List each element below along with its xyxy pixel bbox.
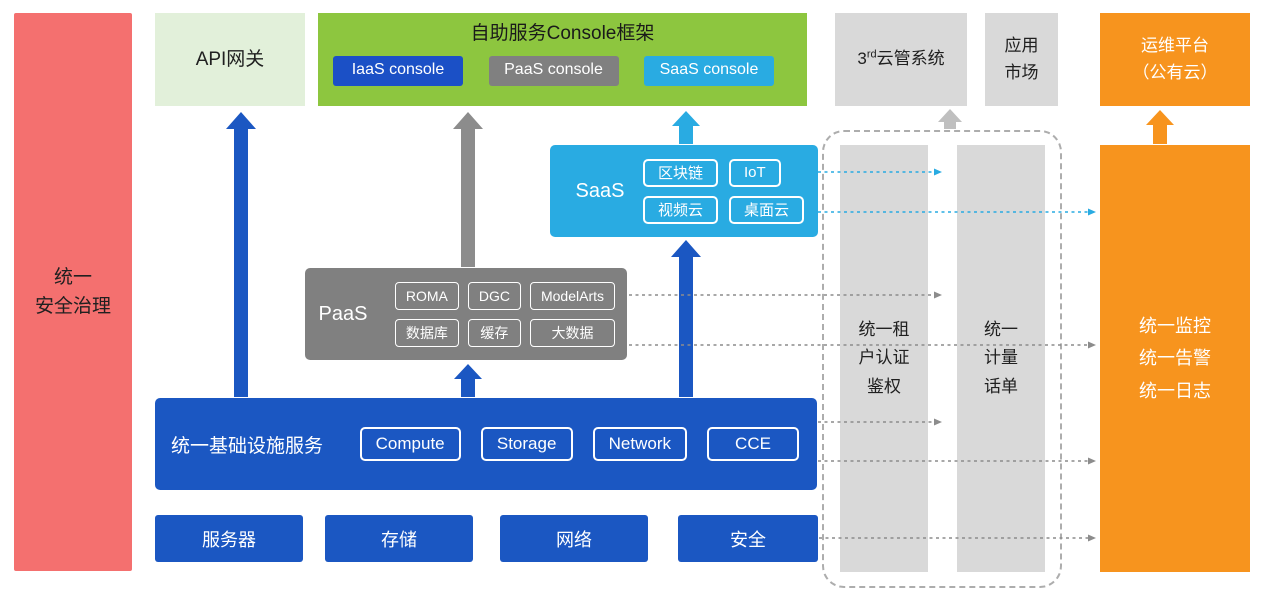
iaas-chip-cce: CCE <box>707 427 799 461</box>
saas-console-box: SaaS console <box>644 55 774 86</box>
hardware-box-security: 安全 <box>678 515 818 562</box>
paas-chip-roma: ROMA <box>394 281 459 310</box>
console-row: IaaS console PaaS console SaaS console <box>318 55 807 86</box>
iaas-chip-group: Compute Storage Network CCE <box>359 427 799 461</box>
console-frame-title: 自助服务Console框架 <box>470 23 655 44</box>
third-party-cloud-box: 3rd云管系统 <box>835 13 967 106</box>
tenant-services-dashed-group <box>822 130 1062 588</box>
security-governance-bar: 统一 安全治理 <box>14 13 132 571</box>
console-frame-box: 自助服务Console框架 IaaS console PaaS console … <box>318 13 807 106</box>
arrow-paas-to-console <box>453 112 483 267</box>
metering-bar: 统一 计量 话单 <box>957 145 1045 572</box>
api-gateway-box: API网关 <box>155 13 305 106</box>
arrow-iaas-to-api-gateway <box>226 112 256 397</box>
saas-chip-iot: IoT <box>728 158 781 187</box>
third-party-superscript: rd <box>866 48 877 61</box>
iaas-chip-compute: Compute <box>359 427 461 461</box>
paas-chip-group: ROMA DGC ModelArts 数据库 缓存 大数据 <box>394 281 615 347</box>
third-party-suffix: 云管系统 <box>876 49 945 69</box>
paas-chip-bigdata: 大数据 <box>529 318 615 347</box>
iaas-chip-network: Network <box>592 427 687 461</box>
arrow-monitoring-to-om-platform <box>1146 110 1174 144</box>
paas-label: PaaS <box>318 302 368 325</box>
third-party-cloud-label: 3rd云管系统 <box>857 46 944 72</box>
saas-chip-blockchain: 区块链 <box>642 158 718 187</box>
hardware-box-network: 网络 <box>500 515 648 562</box>
iaas-label: 统一基础设施服务 <box>171 435 324 457</box>
hardware-box-server: 服务器 <box>155 515 303 562</box>
monitoring-bar: 统一监控 统一告警 统一日志 <box>1100 145 1250 572</box>
saas-chip-video-cloud: 视频云 <box>642 195 718 224</box>
paas-chip-cache: 缓存 <box>467 318 521 347</box>
saas-chip-row: 视频云 桌面云 <box>642 195 804 224</box>
hardware-box-storage: 存储 <box>325 515 473 562</box>
om-platform-box: 运维平台 （公有云） <box>1100 13 1250 106</box>
iaas-chip-storage: Storage <box>480 427 573 461</box>
paas-chip-dgc: DGC <box>467 281 521 310</box>
paas-chip-database: 数据库 <box>394 318 459 347</box>
saas-label: SaaS <box>575 179 625 202</box>
arrow-iaas-to-paas <box>454 364 482 397</box>
paas-chip-modelarts: ModelArts <box>529 281 615 310</box>
arrow-iaas-to-saas <box>671 240 701 397</box>
arrow-saas-to-console <box>672 111 700 144</box>
iaas-console-box: IaaS console <box>333 55 463 86</box>
saas-chip-row: 区块链 IoT <box>642 158 804 187</box>
iaas-box: 统一基础设施服务 Compute Storage Network CCE <box>155 398 817 490</box>
auth-bar: 统一租 户认证 鉴权 <box>840 145 928 572</box>
app-market-box: 应用 市场 <box>985 13 1058 106</box>
paas-box: PaaS ROMA DGC ModelArts 数据库 缓存 大数据 <box>305 268 627 360</box>
saas-box: SaaS 区块链 IoT 视频云 桌面云 <box>550 145 818 237</box>
arrow-to-third-party-cloud <box>938 109 962 129</box>
saas-chip-group: 区块链 IoT 视频云 桌面云 <box>642 158 804 224</box>
third-party-prefix: 3 <box>857 49 867 69</box>
paas-console-box: PaaS console <box>488 55 619 86</box>
saas-chip-desktop-cloud: 桌面云 <box>728 195 804 224</box>
